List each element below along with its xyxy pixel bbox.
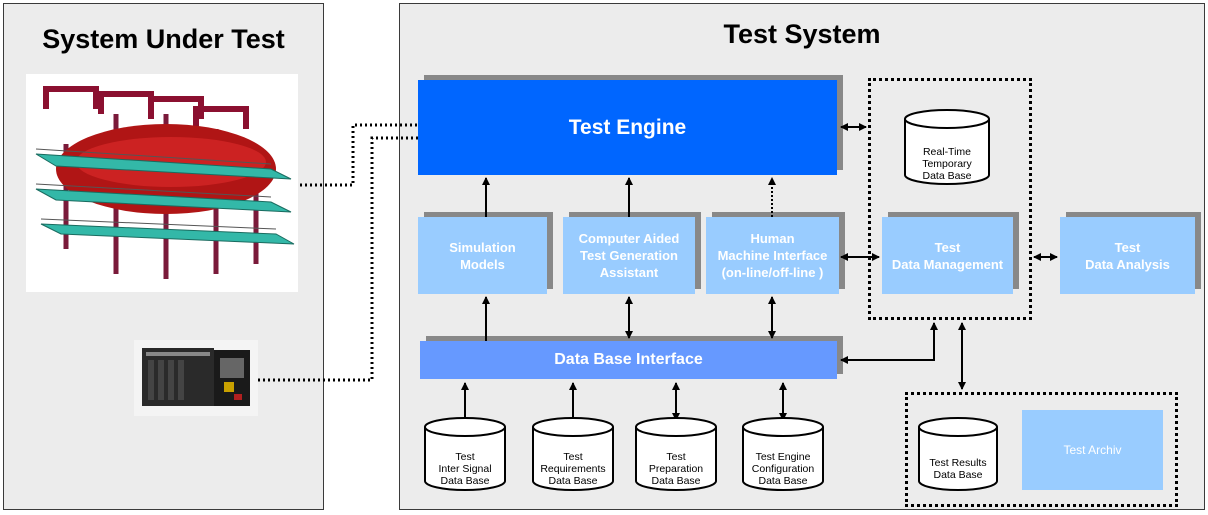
test-generation-line1: Computer Aided bbox=[578, 231, 680, 246]
archive-group-border bbox=[905, 392, 1178, 507]
hmi-line3: (on-line/off-line ) bbox=[721, 265, 824, 280]
test-rack-hardware-image bbox=[134, 340, 258, 416]
simulation-models-line1: Simulation bbox=[449, 239, 516, 255]
database-label-line: Requirements bbox=[540, 463, 605, 475]
simulation-models-box[interactable]: Simulation Models bbox=[418, 217, 547, 294]
test-archiv-label: Test Archiv bbox=[1063, 443, 1122, 457]
data-base-interface-label: Data Base Interface bbox=[554, 351, 703, 368]
database-label-line: Preparation bbox=[649, 463, 703, 475]
test-generation-line3: Assistant bbox=[599, 265, 659, 280]
hmi-line1: Human bbox=[750, 231, 795, 246]
data-management-line2: Data Management bbox=[891, 256, 1004, 272]
simulation-models-line2: Models bbox=[460, 256, 505, 272]
database-label-line: Data Base bbox=[933, 469, 982, 481]
sut-links bbox=[258, 123, 418, 382]
data-management-group-border bbox=[868, 78, 1032, 320]
database-label-line: Data Base bbox=[651, 475, 700, 487]
test-generation-line2: Test Generation bbox=[579, 248, 678, 263]
data-analysis-line2: Data Analysis bbox=[1085, 256, 1170, 272]
test-system-title: Test System bbox=[723, 19, 881, 49]
test-archiv-box[interactable]: Test Archiv bbox=[1022, 410, 1163, 490]
database-label-line: Test Engine bbox=[756, 451, 811, 463]
system-under-test-title: System Under Test bbox=[42, 24, 285, 54]
arrow-dm-dbi bbox=[840, 322, 938, 364]
database-label-line: Temporary bbox=[922, 158, 972, 170]
database-label-line: Test bbox=[563, 451, 582, 463]
database-label-line: Test bbox=[666, 451, 685, 463]
database-label-line: Inter Signal bbox=[438, 463, 491, 475]
database-label-line: Test bbox=[455, 451, 474, 463]
database-label-line: Data Base bbox=[548, 475, 597, 487]
test-data-analysis-box[interactable]: Test Data Analysis bbox=[1060, 217, 1195, 294]
test-generation-assistant-box[interactable]: Computer Aided Test Generation Assistant bbox=[563, 217, 695, 294]
database-label-line: Test Results bbox=[929, 457, 986, 469]
test-data-management-box[interactable]: Test Data Management bbox=[882, 217, 1013, 294]
hmi-line2: Machine Interface bbox=[717, 248, 828, 263]
human-machine-interface-box[interactable]: Human Machine Interface (on-line/off-lin… bbox=[706, 217, 839, 294]
data-analysis-line1: Test bbox=[1114, 239, 1141, 255]
database-label-line: Data Base bbox=[758, 475, 807, 487]
test-engine-label: Test Engine bbox=[568, 115, 687, 139]
data-management-line1: Test bbox=[934, 239, 961, 255]
database-label-line: Data Base bbox=[440, 475, 489, 487]
database-label-line: Configuration bbox=[752, 463, 815, 475]
test-engine-box[interactable]: Test Engine bbox=[418, 80, 837, 175]
database-label-line: Real-Time bbox=[923, 146, 971, 158]
aircraft-test-rig-image bbox=[26, 74, 298, 292]
database-label-line: Data Base bbox=[922, 170, 971, 182]
data-base-interface-box[interactable]: Data Base Interface bbox=[420, 341, 837, 379]
